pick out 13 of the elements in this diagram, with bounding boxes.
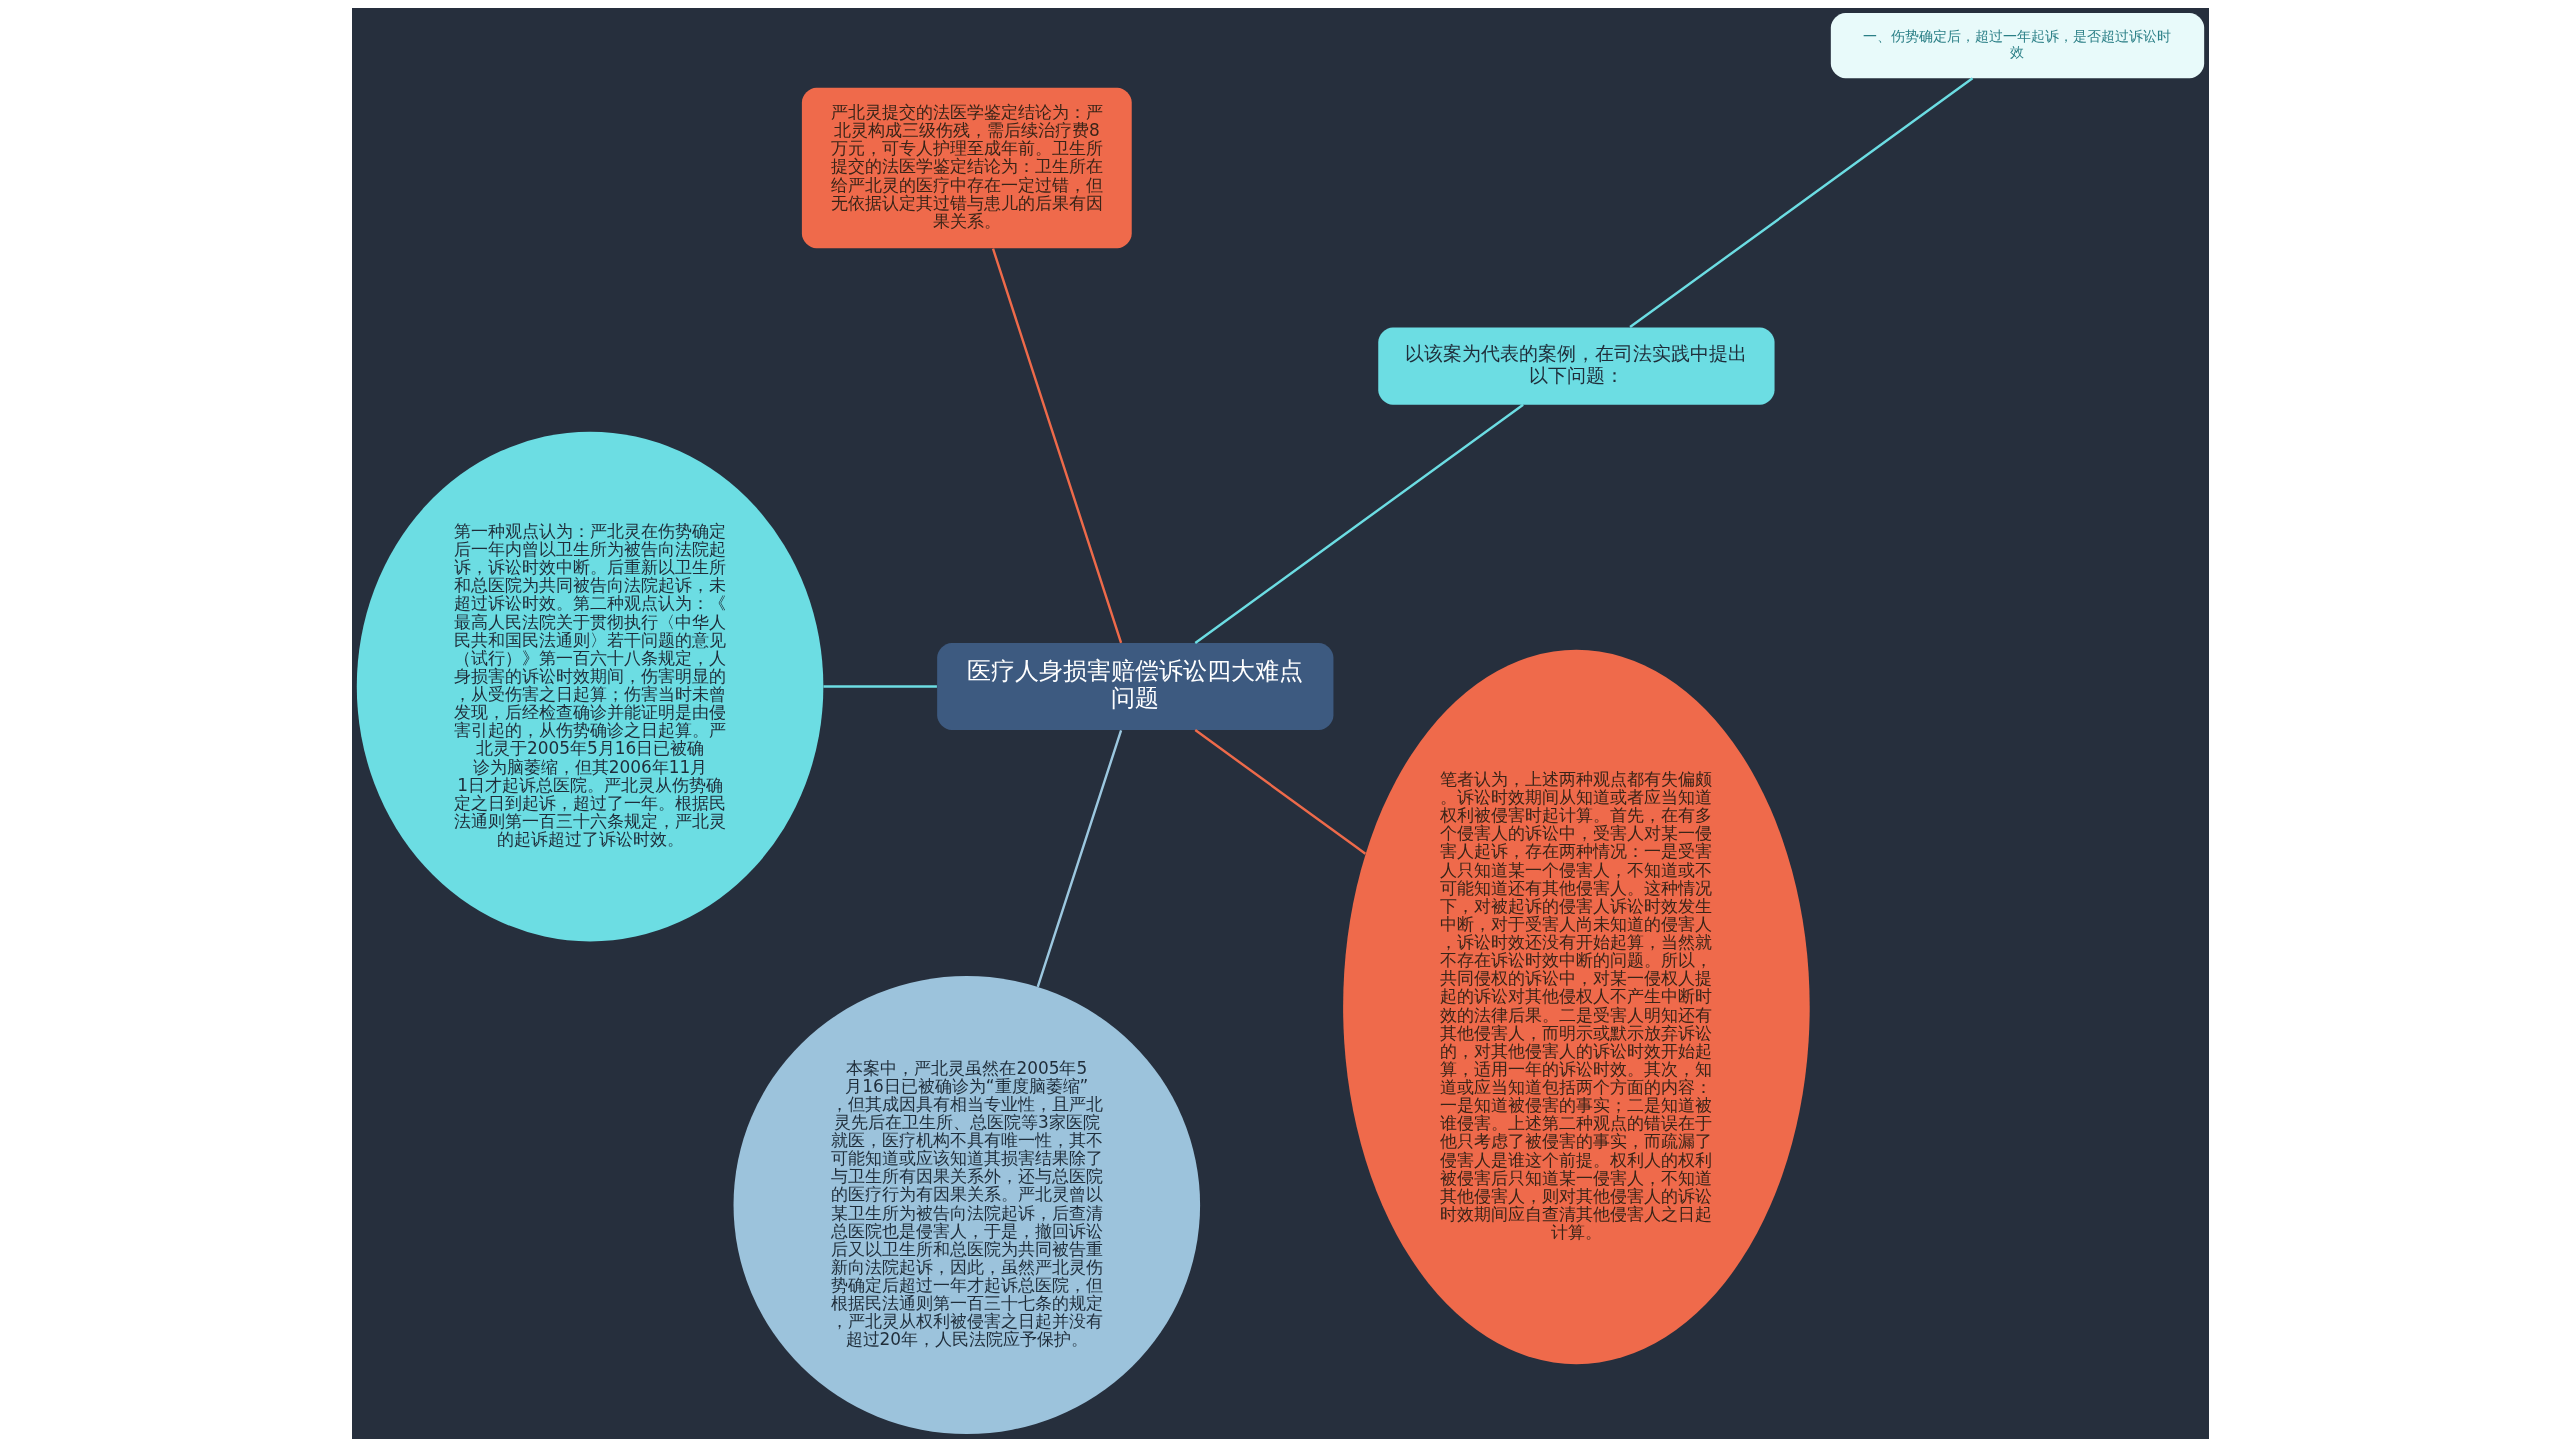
connector (1194, 403, 1524, 644)
connector (823, 685, 937, 688)
node-box: 一、伤势确定后，超过一年起诉，是否超过诉讼时效 (1830, 12, 2204, 79)
node-box: 严北灵提交的法医学鉴定结论为：严北灵构成三级伤残，需后续治疗费8万元，可专人护理至成年前。卫生所提交的法医学鉴定结论为：卫生所在给严北灵的医疗中存在一定过错，但无依据认定其过错与患儿的后果有因果关系。 (801, 87, 1132, 249)
connector (1036, 729, 1122, 988)
node-box: 以该案为代表的案例，在司法实践中提出以下问题： (1377, 327, 1775, 405)
connector (991, 248, 1122, 644)
node-box: 医疗人身损害赔偿诉讼四大难点问题 (936, 643, 1333, 731)
connector (1628, 77, 1973, 329)
connector (1194, 729, 1366, 855)
node-ellipse: 笔者认为，上述两种观点都有失偏颇。诉讼时效期间从知道或者应当知道权利被侵害时起计算。首先，在有多个侵害人的诉讼中，受害人对某一侵害人起诉，存在两种情况：一是受害人只知道某一个侵害人，不知道或不可能知道还有其他侵害人。这种情况下，对被起诉的侵害人诉讼时效发生中断，对于受害人尚未知道的侵害人，诉讼时效还没有开始起算，当然就不存在诉讼时效中断的问题。所以，共同侵权的诉讼中，对某一侵权人提起的诉讼对其他侵权人不产生中断时效的法律后果。二是受害人明知还有其他侵害人，而明示或默示放弃诉讼的，对其他侵害人的诉讼时效开始起算，适用一年的诉讼时效。其次，知道或应当知道包括两个方面的内容：一是知道被侵害的事实；二是知道被谁侵害。上述第二种观点的错误在于他只考虑了被侵害的事实，而疏漏了侵害人是谁这个前提。权利人的权利被侵害后只知道某一侵害人，不知道其他侵害人，则对其他侵害人的诉讼时效期间应自查清其他侵害人之日起计算。 (1342, 649, 1810, 1365)
node-circle: 第一种观点认为：严北灵在伤势确定后一年内曾以卫生所为被告向法院起诉，诉讼时效中断。后重新以卫生所和总医院为共同被告向法院起诉，未超过诉讼时效。第二种观点认为：《最高人民法院关于贯彻执行〈中华人民共和国民法通则〉若干问题的意见（试行）》第一百六十八条规定，人身损害的诉讼时效期间，伤害明显的，从受伤害之日起算；伤害当时未曾发现，后经检查确诊并能证明是由侵害引起的，从伤势确诊之日起算。严北灵于2005年5月16日已被确诊为脑萎缩，但其2006年11月1日才起诉总医院。严北灵从伤势确定之日到起诉，超过了一年。根据民法通则第一百三十六条规定，严北灵的起诉超过了诉讼时效。 (356, 431, 823, 942)
node-circle: 本案中，严北灵虽然在2005年5月16日已被确诊为“重度脑萎缩”，但其成因具有相当专业性，且严北灵先后在卫生所、总医院等3家医院就医，医疗机构不具有唯一性，其不可能知道或应该知道其损害结果除了与卫生所有因果关系外，还与总医院的医疗行为有因果关系。严北灵曾以某卫生所为被告向法院起诉，后查清总医院也是侵害人，于是，撤回诉讼后又以卫生所和总医院为共同被告重新向法院起诉，因此，虽然严北灵伤势确定后超过一年才起诉总医院，但根据民法通则第一百三十七条的规定，严北灵从权利被侵害之日起并没有超过20年，人民法院应予保护。 (733, 976, 1200, 1435)
